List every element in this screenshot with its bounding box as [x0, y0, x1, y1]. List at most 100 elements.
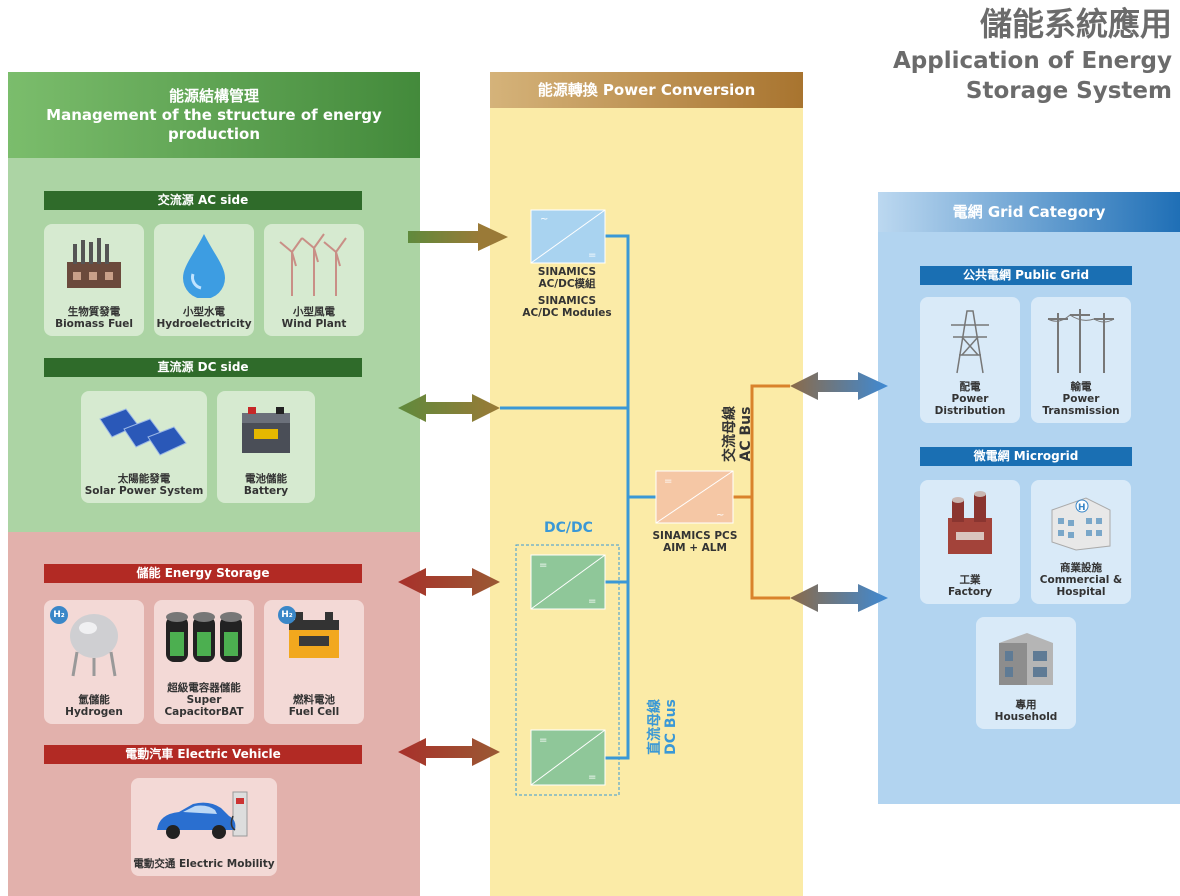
factory-icon	[67, 238, 121, 288]
acdc-converter: ~ =	[530, 209, 606, 264]
distribution-en1: Power	[951, 393, 989, 405]
solar-en: Solar Power System	[84, 485, 204, 497]
energy-structure-header: 能源結構管理 Management of the structure of en…	[8, 72, 420, 158]
public-grid-bar: 公共電網 Public Grid	[920, 266, 1132, 285]
svg-text:~: ~	[716, 510, 724, 521]
public-grid-double-arrow	[790, 372, 888, 400]
hydro-en: Hydroelectricity	[156, 318, 252, 330]
hydro-zh: 小型水電	[183, 306, 225, 318]
commercial-zh: 商業設施	[1060, 562, 1102, 574]
h2-badge-fuel: H₂	[278, 606, 296, 624]
supercapacitor-icon	[166, 612, 242, 662]
pcs-label-1: SINAMICS PCS	[652, 530, 738, 542]
household-en: Household	[994, 711, 1058, 723]
transmission-en2: Transmission	[1042, 405, 1120, 417]
acdc-module-label: SINAMICS AC/DC模組 SINAMICS AC/DC Modules	[512, 266, 622, 319]
acdc-en-2: AC/DC Modules	[522, 307, 612, 319]
wind-turbine-icon	[279, 233, 347, 296]
dc-double-arrow	[398, 394, 500, 422]
title-en-line1: Application of Energy	[892, 48, 1172, 74]
dc-bus-lines	[500, 234, 656, 760]
commercial-en1: Commercial &	[1039, 574, 1123, 586]
dcdc-label: DC/DC	[544, 520, 593, 536]
power-tower-icon	[951, 310, 989, 374]
svg-text:=: =	[539, 560, 547, 571]
svg-text:=: =	[588, 772, 596, 783]
svg-text:H: H	[1078, 503, 1086, 513]
page-title: 儲能系統應用 Application of Energy Storage Sys…	[893, 2, 1172, 106]
ac-arrow	[408, 223, 508, 251]
energy-storage-bar: 儲能 Energy Storage	[44, 564, 362, 583]
title-en-line2: Storage System	[965, 78, 1172, 104]
svg-text:=: =	[539, 735, 547, 746]
ac-bus-en: AC Bus	[738, 406, 754, 462]
ac-bus-label: 交流母線 AC Bus	[722, 379, 754, 489]
ev-double-arrow	[398, 738, 500, 766]
house-icon	[999, 633, 1053, 685]
hydrogen-zh: 氫儲能	[78, 694, 110, 706]
svg-text:~: ~	[540, 214, 548, 225]
pcs-label-2: AIM + ALM	[663, 542, 727, 554]
h2-badge: H₂	[50, 606, 68, 624]
battery-icon	[242, 407, 290, 453]
hydrogen-tank-icon	[70, 614, 118, 677]
electric-car-icon	[157, 791, 248, 839]
dc-bus-label: 直流母線 DC Bus	[647, 672, 679, 782]
grid-category-header: 電網 Grid Category	[878, 192, 1180, 232]
pcs-label: SINAMICS PCS AIM + ALM	[640, 530, 750, 554]
biomass-zh: 生物質發電	[67, 306, 121, 318]
distribution-en2: Distribution	[934, 405, 1006, 417]
dc-side-bar: 直流源 DC side	[44, 358, 362, 377]
electric-mobility-card: 電動交通 Electric Mobility	[131, 778, 277, 876]
transmission-en1: Power	[1062, 393, 1100, 405]
title-zh: 儲能系統應用	[979, 5, 1172, 43]
svg-text:=: =	[588, 596, 596, 607]
pcs-converter: = ~	[655, 470, 734, 524]
header-en-1: Management of the structure of energy	[46, 105, 382, 124]
utility-pole-icon	[1047, 309, 1115, 373]
biomass-en: Biomass Fuel	[55, 318, 133, 330]
ev-bar: 電動汽車 Electric Vehicle	[44, 745, 362, 764]
electric-mobility-label: 電動交通 Electric Mobility	[133, 858, 275, 870]
ac-side-bar: 交流源 AC side	[44, 191, 362, 210]
hospital-icon: H	[1051, 497, 1111, 551]
water-drop-icon	[183, 234, 225, 298]
solar-panel-icon	[99, 408, 187, 456]
acdc-zh-1: SINAMICS	[537, 266, 597, 278]
storage-double-arrow	[398, 568, 500, 596]
transmission-zh: 輸電	[1070, 381, 1092, 393]
dc-bus-zh: 直流母線	[647, 699, 663, 755]
header-zh: 能源結構管理	[168, 86, 259, 105]
microgrid-bar: 微電網 Microgrid	[920, 447, 1132, 466]
wind-en: Wind Plant	[281, 318, 347, 330]
power-conversion-header: 能源轉換 Power Conversion	[490, 72, 803, 108]
wind-zh: 小型風電	[293, 306, 335, 318]
supercap-en2: CapacitorBAT	[164, 706, 244, 718]
dcdc-converter-1: = =	[530, 554, 606, 610]
acdc-zh-2: AC/DC模組	[538, 278, 596, 290]
fuel-cell-en: Fuel Cell	[288, 706, 340, 718]
ac-bus-zh: 交流母線	[722, 406, 738, 462]
supercap-zh: 超級電容器儲能	[167, 682, 241, 694]
battery-zh: 電池儲能	[245, 473, 287, 485]
dc-bus-en: DC Bus	[663, 699, 679, 755]
solar-zh: 太陽能發電	[117, 473, 171, 485]
factory-en: Factory	[947, 586, 993, 598]
hydrogen-en: Hydrogen	[65, 706, 123, 718]
commercial-en2: Hospital	[1056, 586, 1106, 598]
fuel-cell-zh: 燃料電池	[293, 694, 335, 706]
svg-text:=: =	[588, 250, 596, 261]
